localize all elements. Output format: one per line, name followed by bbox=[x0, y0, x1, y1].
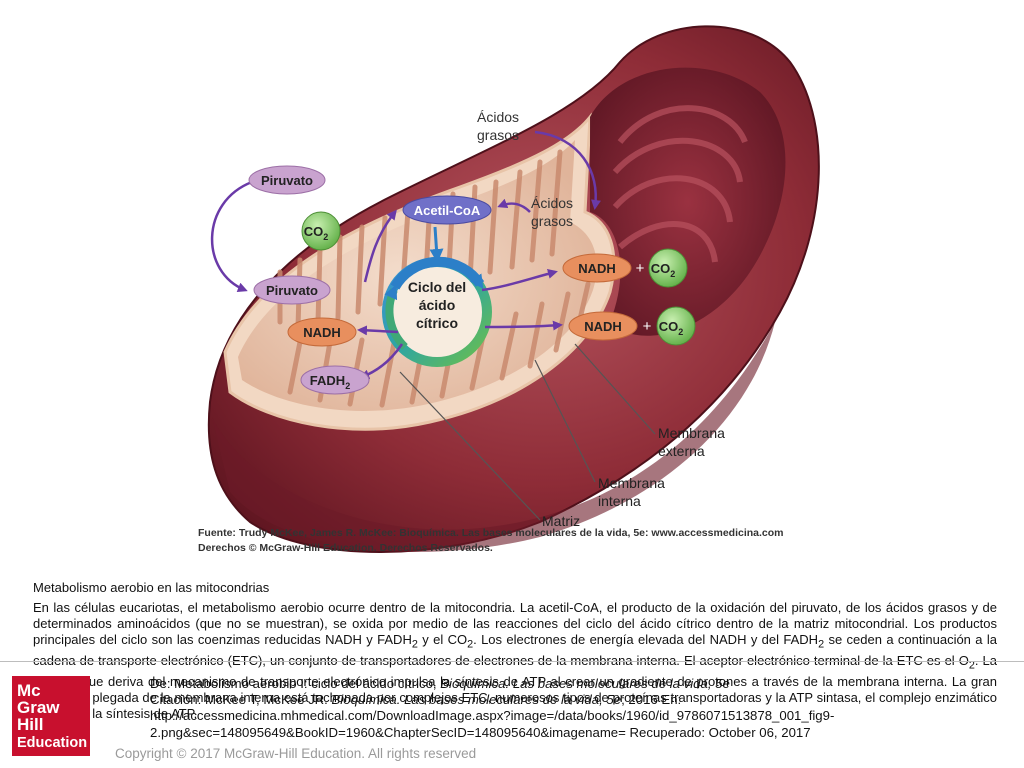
nadh-left-node: NADH bbox=[287, 317, 357, 347]
membrana-interna-1: Membrana bbox=[598, 475, 665, 491]
mitochondria-figure: Ciclo del ácido cítrico Piruvato Piruvat… bbox=[190, 22, 822, 562]
acidos-grasos-mid-1: Ácidos bbox=[531, 195, 573, 211]
arrow-acidos-mid-to-acetil bbox=[497, 198, 531, 213]
arrow-to-nadh-right-bottom bbox=[484, 320, 563, 331]
copyright-notice: Copyright © 2017 McGraw-Hill Education. … bbox=[115, 746, 477, 761]
ciclo-label-3: cítrico bbox=[416, 315, 458, 331]
figure-source-line1: Fuente: Trudy McKee, James R. McKee: Bio… bbox=[198, 527, 784, 539]
svg-text:NADH: NADH bbox=[303, 325, 341, 340]
citation-de: De: Metabolismo aerobio I: ciclo del áci… bbox=[150, 676, 730, 691]
fadh2-node: FADH2 bbox=[300, 365, 370, 395]
svg-text:Acetil-CoA: Acetil-CoA bbox=[414, 203, 481, 218]
nadh-right-bottom-node: NADH + bbox=[568, 311, 652, 341]
svg-text:CO2: CO2 bbox=[651, 261, 676, 279]
mcgraw-hill-logo: Mc Graw Hill Education bbox=[12, 676, 90, 756]
svg-text:NADH: NADH bbox=[584, 319, 622, 334]
svg-text:CO2: CO2 bbox=[304, 224, 329, 242]
arrow-acidos-grasos-top bbox=[534, 130, 601, 210]
membrana-externa-2: externa bbox=[658, 443, 705, 459]
ciclo-label-1: Ciclo del bbox=[408, 279, 466, 295]
ciclo-label-2: ácido bbox=[419, 297, 456, 313]
arrow-piruvato-to-acetil bbox=[363, 209, 397, 283]
caption-title: Metabolismo aerobio en las mitocondrias bbox=[33, 580, 270, 595]
citation-cita: Citación: McKee T, McKee JR. Bioquímica.… bbox=[150, 692, 682, 708]
svg-text:+: + bbox=[636, 260, 645, 277]
svg-text:FADH2: FADH2 bbox=[310, 373, 350, 391]
arrow-piruvato-loop bbox=[210, 180, 253, 293]
citation-block: De: Metabolismo aerobio I: ciclo del áci… bbox=[115, 676, 895, 741]
citation-url-2: 2.png&sec=148095649&BookID=1960&ChapterS… bbox=[150, 724, 811, 740]
footer-divider bbox=[0, 661, 1024, 662]
svg-text:NADH: NADH bbox=[578, 261, 616, 276]
piruvato-bottom-node: Piruvato bbox=[253, 275, 331, 305]
acidos-grasos-top-1: Ácidos bbox=[477, 109, 519, 125]
svg-text:Piruvato: Piruvato bbox=[266, 283, 318, 298]
co2-left-node: CO2 bbox=[301, 211, 341, 251]
svg-text:Piruvato: Piruvato bbox=[261, 173, 313, 188]
matriz-label: Matriz bbox=[542, 513, 580, 529]
co2-right-bottom-node: CO2 bbox=[656, 306, 696, 346]
acidos-grasos-top-2: grasos bbox=[477, 127, 519, 143]
membrana-externa-1: Membrana bbox=[658, 425, 725, 441]
citation-url-1: http://accessmedicina.mhmedical.com/Down… bbox=[150, 708, 835, 724]
arrow-to-nadh-left bbox=[357, 325, 399, 336]
mitochondria-diagram: Ciclo del ácido cítrico Piruvato Piruvat… bbox=[198, 25, 820, 554]
acidos-grasos-mid-2: grasos bbox=[531, 213, 573, 229]
arrow-to-nadh-right-top bbox=[481, 268, 558, 292]
caption-body: En las células eucariotas, el metabolism… bbox=[33, 600, 997, 722]
co2-right-top-node: CO2 bbox=[648, 248, 688, 288]
svg-text:+: + bbox=[643, 318, 652, 335]
svg-text:CO2: CO2 bbox=[659, 319, 684, 337]
acetil-coa-node: Acetil-CoA bbox=[402, 195, 492, 225]
piruvato-top-node: Piruvato bbox=[248, 165, 326, 195]
membrana-interna-2: interna bbox=[598, 493, 641, 509]
nadh-right-top-node: NADH + bbox=[562, 253, 645, 283]
figure-source-line2: Derechos © McGraw-Hill Education. Derech… bbox=[198, 542, 493, 554]
